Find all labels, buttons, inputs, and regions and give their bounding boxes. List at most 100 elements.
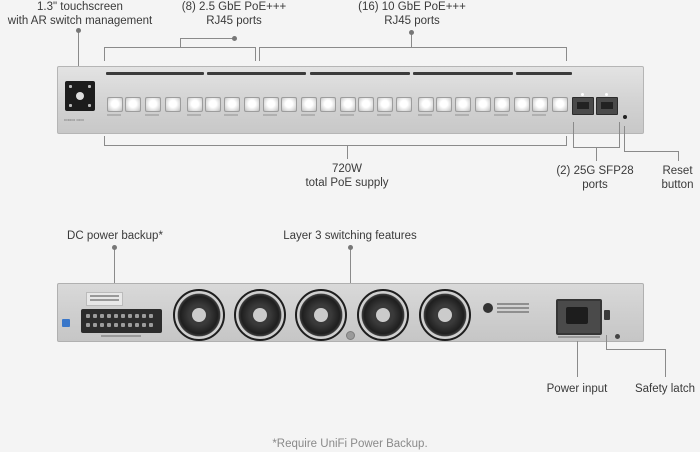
rj45-10g-port[interactable] bbox=[436, 97, 452, 112]
rj45-10g-port[interactable] bbox=[320, 97, 336, 112]
ground-screw-icon bbox=[615, 334, 620, 339]
dc-power-connector[interactable] bbox=[81, 309, 162, 333]
rj45-10g-port[interactable] bbox=[455, 97, 471, 112]
poe-2-5g-bracket-stem-h bbox=[180, 38, 234, 39]
rj45-2-5g-port[interactable] bbox=[244, 97, 260, 112]
rj45-2-5g-port[interactable] bbox=[125, 97, 141, 112]
rj45-10g-port[interactable] bbox=[301, 97, 317, 112]
product-label-plate bbox=[497, 303, 529, 315]
connector-pin bbox=[107, 323, 111, 327]
poe-supply-label: 720W total PoE supply bbox=[272, 162, 422, 190]
rj45-10g-port[interactable] bbox=[263, 97, 279, 112]
connector-pin bbox=[135, 323, 139, 327]
port-number-mark bbox=[340, 114, 354, 116]
rj45-10g-port[interactable] bbox=[358, 97, 374, 112]
rj45-2-5g-port[interactable] bbox=[107, 97, 123, 112]
rj45-10g-port[interactable] bbox=[340, 97, 356, 112]
reset-button[interactable] bbox=[623, 115, 627, 119]
connector-pin bbox=[142, 314, 146, 318]
touchscreen-label-line2: with AR switch management bbox=[7, 15, 153, 27]
sfp28-port[interactable] bbox=[572, 97, 594, 115]
sfp-stem bbox=[596, 147, 597, 161]
rj45-10g-port[interactable] bbox=[475, 97, 491, 112]
port-group-strip bbox=[516, 72, 572, 75]
ac-power-input[interactable] bbox=[556, 299, 602, 335]
ground-plate-icon bbox=[62, 319, 70, 327]
poe-2-5g-label: (8) 2.5 GbE PoE+++ RJ45 ports bbox=[159, 0, 309, 28]
power-input-caption bbox=[558, 336, 600, 338]
touchscreen-pixel-icon bbox=[69, 85, 72, 88]
rj45-2-5g-port[interactable] bbox=[205, 97, 221, 112]
touchscreen-icon bbox=[65, 81, 95, 111]
sfp-label-line2: ports bbox=[582, 179, 608, 191]
switch-front-panel: ▭▭▭ ▭▭ bbox=[57, 66, 644, 134]
poe-10g-bracket-left bbox=[259, 47, 260, 61]
connector-pin bbox=[135, 314, 139, 318]
touchscreen-label: 1.3" touchscreen with AR switch manageme… bbox=[0, 0, 160, 28]
fan-icon bbox=[173, 289, 225, 341]
fan-icon bbox=[234, 289, 286, 341]
sfp-label-line1: (2) 25G SFP28 bbox=[556, 165, 634, 177]
poe-10g-label-line2: RJ45 ports bbox=[384, 15, 440, 27]
sfp-bracket-right bbox=[619, 122, 620, 148]
connector-pin bbox=[128, 314, 132, 318]
safety-latch[interactable] bbox=[604, 310, 610, 320]
layer3-callout-dot bbox=[348, 245, 353, 250]
dc-backup-label: DC power backup* bbox=[67, 230, 163, 242]
power-input-callout bbox=[577, 341, 578, 377]
port-group-strip bbox=[310, 72, 410, 75]
port-number-mark bbox=[107, 114, 121, 116]
poe-supply-label-line1: 720W bbox=[331, 163, 363, 175]
connector-pin bbox=[121, 323, 125, 327]
sfp28-port[interactable] bbox=[596, 97, 618, 115]
rj45-10g-port[interactable] bbox=[532, 97, 548, 112]
poe-supply-bracket-left bbox=[104, 136, 105, 146]
port-number-mark bbox=[187, 114, 201, 116]
rj45-2-5g-port[interactable] bbox=[145, 97, 161, 112]
safety-latch-callout-v bbox=[606, 335, 607, 350]
dc-backup-callout bbox=[114, 247, 115, 287]
poe-2-5g-label-line1: (8) 2.5 GbE PoE+++ bbox=[181, 1, 287, 13]
connector-pin bbox=[142, 323, 146, 327]
connector-pin bbox=[149, 314, 153, 318]
rj45-10g-port[interactable] bbox=[552, 97, 568, 112]
poe-2-5g-label-line2: RJ45 ports bbox=[206, 15, 262, 27]
poe-10g-bracket-stem bbox=[411, 32, 412, 48]
reset-label: Reset button bbox=[655, 164, 700, 192]
fan-icon bbox=[357, 289, 409, 341]
dc-backup-callout-dot bbox=[112, 245, 117, 250]
rj45-2-5g-port[interactable] bbox=[187, 97, 203, 112]
port-number-mark bbox=[418, 114, 432, 116]
footnote: *Require UniFi Power Backup. bbox=[272, 438, 428, 450]
serial-sticker bbox=[86, 292, 123, 306]
reset-label-line1: Reset bbox=[662, 165, 693, 177]
touchscreen-callout-line bbox=[78, 30, 79, 82]
rj45-10g-port[interactable] bbox=[494, 97, 510, 112]
connector-pin bbox=[149, 323, 153, 327]
touchscreen-pixel-icon bbox=[88, 85, 91, 88]
connector-pin bbox=[86, 314, 90, 318]
port-group-strip bbox=[106, 72, 204, 75]
sfp-status-led bbox=[581, 93, 584, 96]
touchscreen-label-line1: 1.3" touchscreen bbox=[37, 1, 123, 13]
connector-pin bbox=[100, 314, 104, 318]
rj45-10g-port[interactable] bbox=[396, 97, 412, 112]
port-number-mark bbox=[455, 114, 469, 116]
rj45-2-5g-port[interactable] bbox=[165, 97, 181, 112]
sfp-label: (2) 25G SFP28 ports bbox=[545, 164, 645, 192]
rj45-10g-port[interactable] bbox=[281, 97, 297, 112]
touchscreen-pixel-icon bbox=[69, 104, 72, 107]
connector-pin bbox=[93, 323, 97, 327]
poe-2-5g-bracket-left bbox=[104, 47, 105, 61]
model-tag: ▭▭▭ ▭▭ bbox=[64, 117, 85, 122]
rj45-10g-port[interactable] bbox=[377, 97, 393, 112]
screw-icon bbox=[346, 331, 355, 340]
ubiquiti-logo-icon bbox=[483, 303, 493, 313]
port-group-strip bbox=[207, 72, 306, 75]
connector-pin bbox=[121, 314, 125, 318]
connector-pin bbox=[114, 314, 118, 318]
port-number-mark bbox=[301, 114, 315, 116]
rj45-2-5g-port[interactable] bbox=[224, 97, 240, 112]
rj45-10g-port[interactable] bbox=[418, 97, 434, 112]
rj45-10g-port[interactable] bbox=[514, 97, 530, 112]
